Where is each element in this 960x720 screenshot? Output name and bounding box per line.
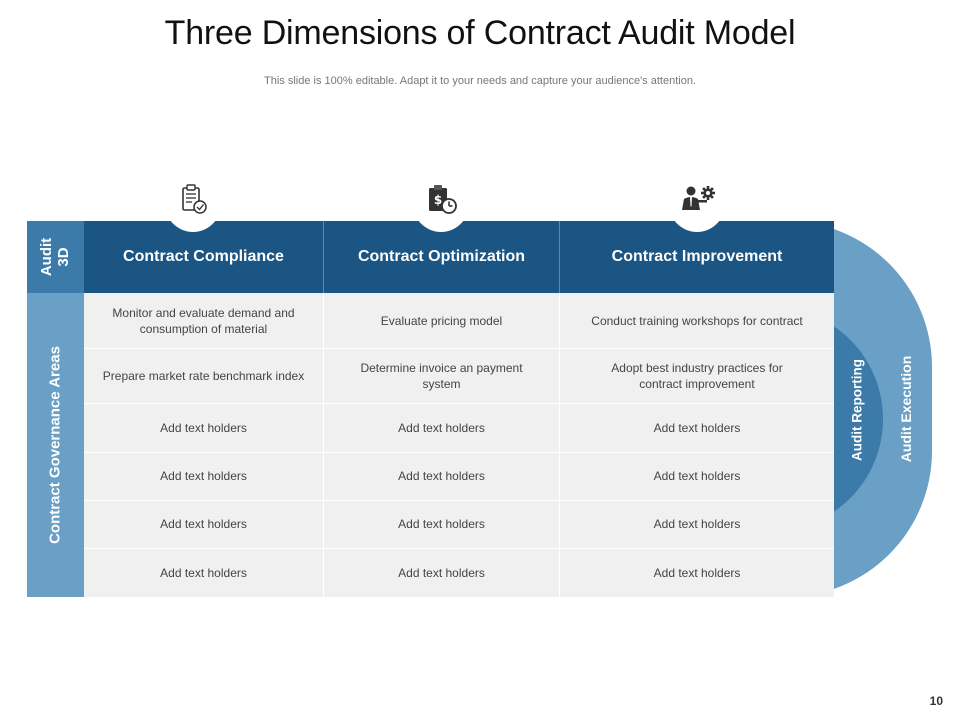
table-cell: Add text holders	[653, 565, 741, 580]
table-row: Add text holders Add text holders Add te…	[84, 452, 834, 500]
table-cell: Add text holders	[398, 420, 485, 435]
table-row: Add text holders Add text holders Add te…	[84, 500, 834, 548]
table-cell: Monitor and evaluate demand and consumpt…	[112, 305, 295, 336]
page-number: 10	[929, 694, 943, 708]
table-cell: Add text holders	[160, 469, 247, 483]
table-row: Monitor and evaluate demand and consumpt…	[84, 293, 834, 348]
table-cell: Conduct training workshops for contract	[591, 313, 803, 328]
table-cell: Add text holders	[653, 420, 741, 435]
audit-reporting-label: Audit Reporting	[849, 359, 865, 461]
row-divider	[84, 403, 834, 404]
clipboard-check-icon	[165, 176, 221, 232]
person-gear-icon	[669, 176, 725, 232]
table-cell: Evaluate pricing model	[380, 313, 503, 328]
table-cell: Add text holders	[398, 565, 485, 580]
table-row: Prepare market rate benchmark index Dete…	[84, 348, 834, 403]
slide-title: Three Dimensions of Contract Audit Model	[164, 14, 796, 52]
svg-text:$: $	[434, 193, 442, 207]
table-row: Add text holders Add text holders Add te…	[84, 548, 834, 597]
table-cell: Add text holders	[653, 469, 741, 483]
table-header: Contract Compliance Contract Optimizatio…	[84, 221, 834, 293]
table-cell: Prepare market rate benchmark index	[102, 368, 305, 383]
header-contract-improvement: Contract Improvement	[611, 248, 783, 265]
column-divider	[323, 293, 324, 597]
header-divider	[323, 221, 324, 293]
governance-areas-panel	[27, 293, 84, 597]
column-divider	[559, 293, 560, 597]
governance-areas-label: Contract Governance Areas	[46, 346, 64, 544]
audit-3d-label: Audit 3D	[38, 237, 72, 277]
row-divider	[84, 500, 834, 501]
table-cell: Add text holders	[160, 565, 247, 580]
table-cell: Add text holders	[653, 517, 741, 531]
table-cell: Add text holders	[398, 469, 485, 483]
table-cell: Add text holders	[160, 517, 247, 531]
pricing-clipboard-icon: $	[413, 176, 469, 232]
slide-subtitle: This slide is 100% editable. Adapt it to…	[264, 75, 696, 87]
audit-execution-label: Audit Execution	[898, 355, 914, 463]
row-divider	[84, 548, 834, 549]
table-cell: Add text holders	[398, 517, 485, 531]
table-cell: Determine invoice an payment system	[360, 360, 523, 391]
table-row: Add text holders Add text holders Add te…	[84, 403, 834, 452]
audit-model-table: Audit 3D Contract Governance Areas Contr…	[27, 221, 834, 597]
header-contract-compliance: Contract Compliance	[123, 248, 284, 265]
row-divider	[84, 452, 834, 453]
header-divider	[559, 221, 560, 293]
table-cell: Adopt best industry practices for contra…	[611, 360, 783, 391]
row-divider	[84, 348, 834, 349]
table-cell: Add text holders	[160, 420, 247, 435]
header-contract-optimization: Contract Optimization	[357, 248, 526, 265]
audit-3d-panel	[27, 221, 84, 293]
